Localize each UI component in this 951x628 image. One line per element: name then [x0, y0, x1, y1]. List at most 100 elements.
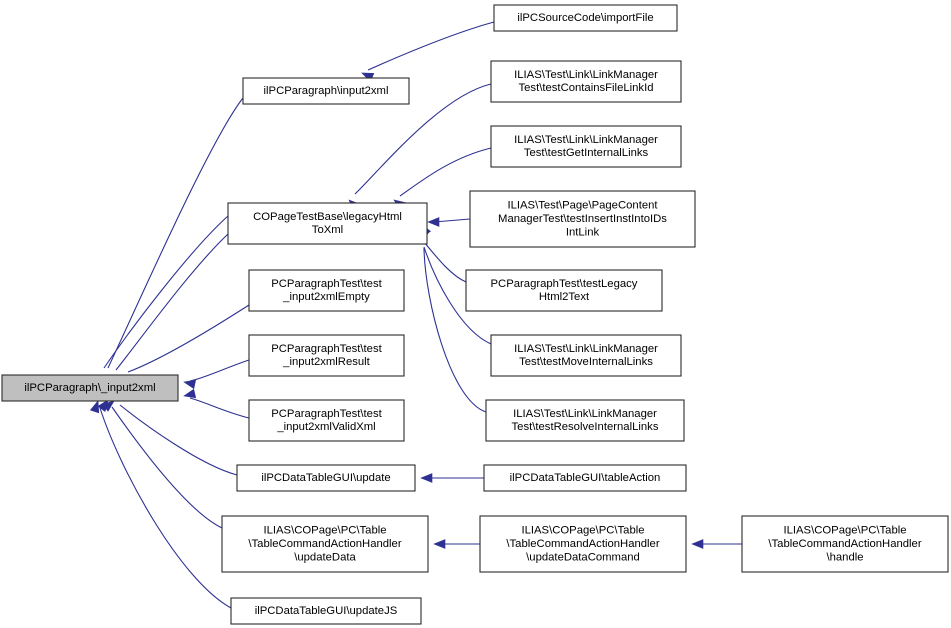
node-box[interactable]: [469, 190, 696, 248]
node-box[interactable]: [248, 399, 405, 442]
node-label-line: \TableCommandActionHandler: [768, 538, 921, 550]
edge-line: [107, 97, 244, 369]
graph-edge: [121, 304, 250, 385]
node-box[interactable]: [230, 597, 422, 625]
graph-node-resolveinternal[interactable]: ILIAS\Test\Link\LinkManagerTest\testReso…: [485, 399, 685, 442]
edge-line: [119, 404, 238, 476]
node-box[interactable]: [490, 125, 682, 168]
graph-edge: [420, 473, 484, 483]
graph-node-updatedata[interactable]: ILIAS\COPage\PC\Table\TableCommandAction…: [221, 515, 429, 573]
graph-node-update[interactable]: ilPCDataTableGUI\update: [236, 464, 416, 492]
edge-arrowhead: [427, 217, 440, 227]
node-label-line: Test\testResolveInternalLinks: [512, 421, 659, 433]
node-label-line: ilPCDataTableGUI\tableAction: [510, 472, 661, 484]
graph-edge: [103, 97, 244, 389]
node-label-line: _input2xmlEmpty: [282, 291, 370, 303]
graph-edge: [99, 215, 229, 389]
node-label-line: Test\testMoveInternalLinks: [519, 356, 653, 368]
graph-node-containsfile[interactable]: ILIAS\Test\Link\LinkManagerTest\testCont…: [490, 60, 682, 103]
node-box[interactable]: [483, 464, 687, 492]
graph-node-getinternal[interactable]: ILIAS\Test\Link\LinkManagerTest\testGetI…: [490, 125, 682, 168]
node-label-line: Html2Text: [539, 291, 590, 303]
node-box[interactable]: [248, 334, 405, 377]
graph-node-moveinternal[interactable]: ILIAS\Test\Link\LinkManagerTest\testMove…: [490, 334, 682, 377]
node-box[interactable]: [227, 202, 428, 245]
node-box[interactable]: [248, 269, 405, 312]
node-label-line: ILIAS\Test\Page\PageContent: [507, 200, 658, 212]
graph-edge: [433, 539, 480, 549]
graph-node-updatedatacmd[interactable]: ILIAS\COPage\PC\Table\TableCommandAction…: [479, 515, 687, 573]
node-label-line: COPageTestBase\legacyHtml: [253, 211, 402, 223]
node-label-line: \handle: [826, 551, 863, 563]
graph-node-center[interactable]: ilPCParagraph\_input2xml: [1, 374, 179, 402]
node-box[interactable]: [485, 399, 685, 442]
node-box[interactable]: [221, 515, 429, 573]
node-box[interactable]: [465, 269, 663, 312]
edge-line: [423, 246, 492, 345]
node-label-line: ilPCDataTableGUI\updateJS: [255, 605, 398, 617]
graph-edge: [691, 539, 742, 549]
edge-line: [111, 406, 223, 529]
node-label-line: ILIAS\COPage\PC\Table: [263, 525, 386, 537]
edge-line: [127, 304, 250, 373]
node-box[interactable]: [236, 464, 416, 492]
node-label-line: ilPCDataTableGUI\update: [261, 472, 390, 484]
graph-node-insertinst[interactable]: ILIAS\Test\Page\PageContentManagerTest\t…: [469, 190, 696, 248]
node-box[interactable]: [741, 515, 949, 573]
node-box[interactable]: [1, 374, 179, 402]
edge-arrowhead: [420, 473, 433, 483]
node-label-line: PCParagraphTest\testLegacy: [491, 278, 638, 290]
graph-node-importfile[interactable]: ilPCSourceCode\importFile: [493, 4, 678, 32]
node-label-line: ILIAS\Test\Link\LinkManager: [514, 69, 658, 81]
graph-node-validxml[interactable]: PCParagraphTest\test_input2xmlValidXml: [248, 399, 405, 442]
node-label-line: IntLink: [566, 226, 600, 238]
graph-node-handle[interactable]: ILIAS\COPage\PC\Table\TableCommandAction…: [741, 515, 949, 573]
node-label-line: \TableCommandActionHandler: [506, 538, 659, 550]
edge-arrowhead: [89, 400, 100, 414]
edge-line: [189, 397, 250, 419]
graph-edge: [419, 229, 487, 413]
node-label-line: _input2xmlResult: [282, 356, 371, 368]
node-label-line: ilPCParagraph\input2xml: [264, 85, 389, 97]
edge-line: [103, 215, 229, 369]
node-box[interactable]: [479, 515, 687, 573]
node-label-line: ilPCParagraph\_input2xml: [24, 382, 155, 394]
graph-node-updatejs[interactable]: ilPCDataTableGUI\updateJS: [230, 597, 422, 625]
graph-edge: [183, 388, 250, 419]
graph-edge: [183, 359, 250, 390]
graph-edge: [427, 217, 471, 227]
graph-node-tableaction[interactable]: ilPCDataTableGUI\tableAction: [483, 464, 687, 492]
graph-node-empty[interactable]: PCParagraphTest\test_input2xmlEmpty: [248, 269, 405, 312]
edge-line: [354, 83, 492, 195]
node-box[interactable]: [490, 334, 682, 377]
edge-arrowhead: [691, 539, 704, 549]
node-label-line: PCParagraphTest\test: [271, 278, 382, 290]
graph-node-result[interactable]: PCParagraphTest\test_input2xmlResult: [248, 334, 405, 377]
node-label-line: \TableCommandActionHandler: [248, 538, 401, 550]
graph-node-input2xml[interactable]: ilPCParagraph\input2xml: [242, 77, 410, 105]
node-box[interactable]: [493, 4, 678, 32]
edge-arrowhead: [97, 399, 109, 412]
edge-arrowhead: [183, 379, 197, 390]
node-label-line: \updateDataCommand: [526, 551, 640, 563]
edge-line: [99, 407, 232, 609]
edge-line: [433, 218, 471, 223]
node-label-line: Test\testContainsFileLinkId: [519, 82, 654, 94]
node-label-line: ILIAS\COPage\PC\Table: [521, 525, 644, 537]
node-label-line: ManagerTest\testInsertInstIntoIDs: [498, 213, 667, 225]
graph-edge: [97, 399, 223, 529]
node-label-line: ILIAS\Test\Link\LinkManager: [514, 134, 658, 146]
node-label-line: PCParagraphTest\test: [271, 343, 382, 355]
edge-arrowhead: [183, 388, 197, 399]
node-box[interactable]: [490, 60, 682, 103]
node-box[interactable]: [242, 77, 410, 105]
node-label-line: PCParagraphTest\test: [271, 408, 382, 420]
graph-edge: [111, 233, 229, 390]
graph-edge: [89, 400, 232, 609]
node-label-line: ILIAS\Test\Link\LinkManager: [514, 343, 658, 355]
node-label-line: _input2xmlValidXml: [276, 421, 375, 433]
edge-arrowhead: [433, 539, 446, 549]
